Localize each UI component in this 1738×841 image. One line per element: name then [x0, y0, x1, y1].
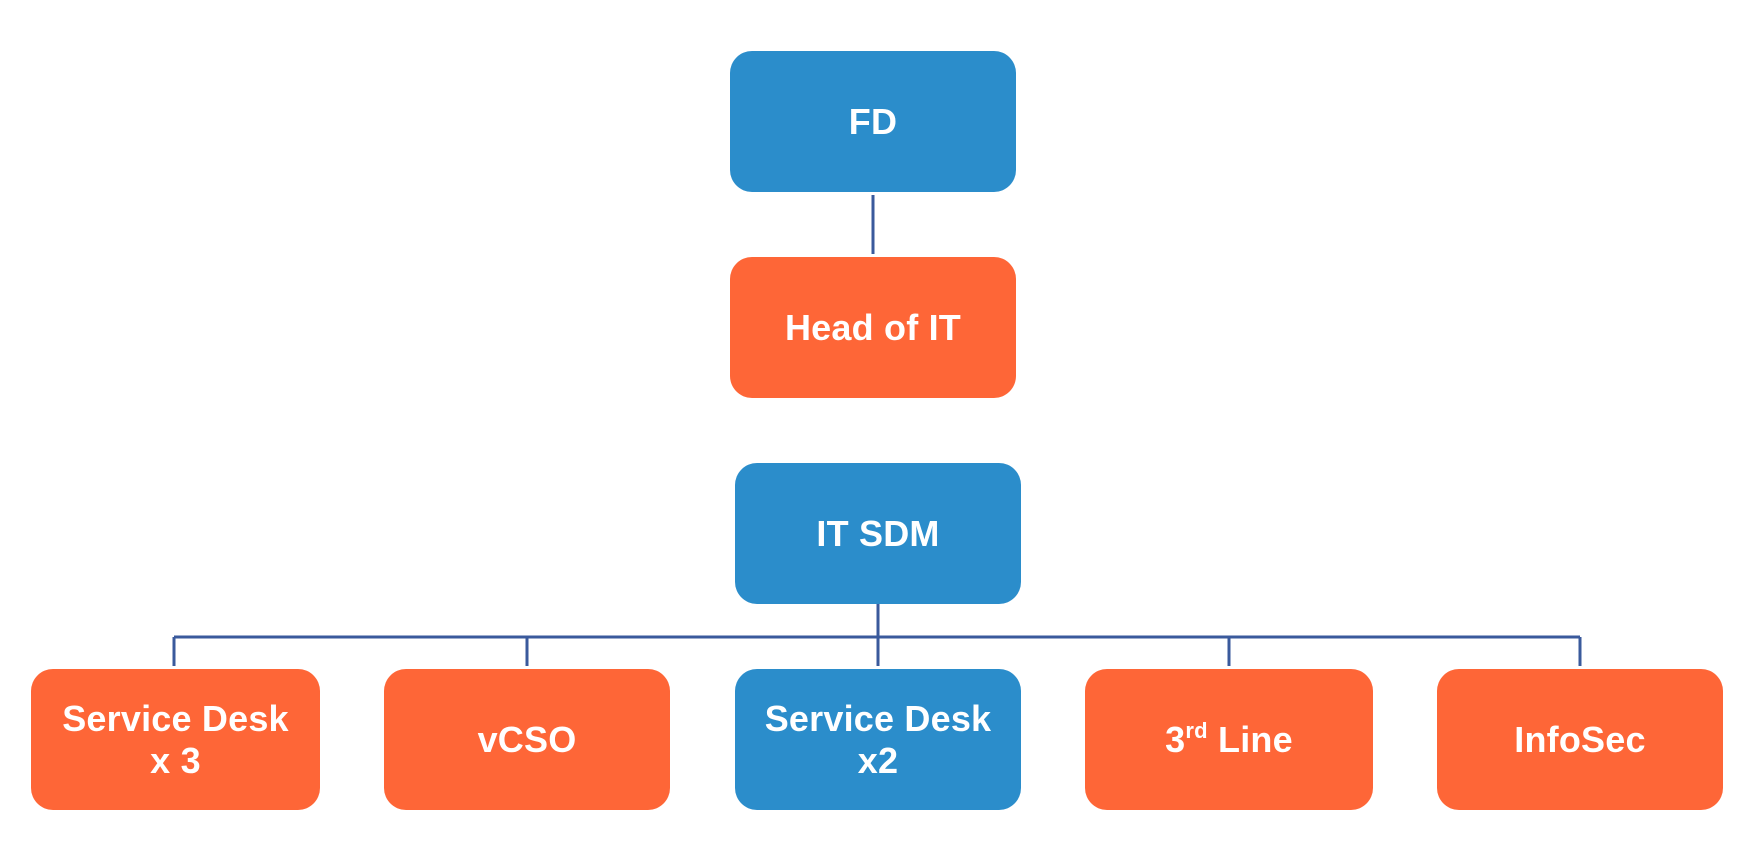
- node-label: Head of IT: [784, 306, 961, 348]
- node-label-line-2: x2: [857, 739, 899, 781]
- node-it-sdm: IT SDM: [735, 463, 1021, 604]
- node-service-desk-x3: Service Desk x 3: [31, 669, 320, 810]
- node-fd: FD: [730, 51, 1016, 192]
- node-service-desk-x2: Service Desk x2: [735, 669, 1021, 810]
- node-label-line-1: Service Desk: [764, 697, 992, 739]
- node-label: 3rd Line: [1165, 719, 1293, 761]
- node-label: IT SDM: [816, 512, 940, 554]
- node-infosec: InfoSec: [1437, 669, 1723, 810]
- node-3rd-line: 3rd Line: [1085, 669, 1373, 810]
- node-label-number: 3: [1165, 718, 1186, 760]
- node-label: FD: [848, 100, 898, 142]
- node-label-line-2: x 3: [150, 739, 201, 781]
- node-label-line-1: Service Desk: [62, 697, 289, 739]
- node-vcso: vCSO: [384, 669, 670, 810]
- node-label-superscript: rd: [1185, 717, 1208, 743]
- node-label: vCSO: [477, 718, 577, 760]
- node-head-of-it: Head of IT: [730, 257, 1016, 398]
- node-label: InfoSec: [1514, 718, 1646, 760]
- node-label-rest: Line: [1207, 718, 1293, 760]
